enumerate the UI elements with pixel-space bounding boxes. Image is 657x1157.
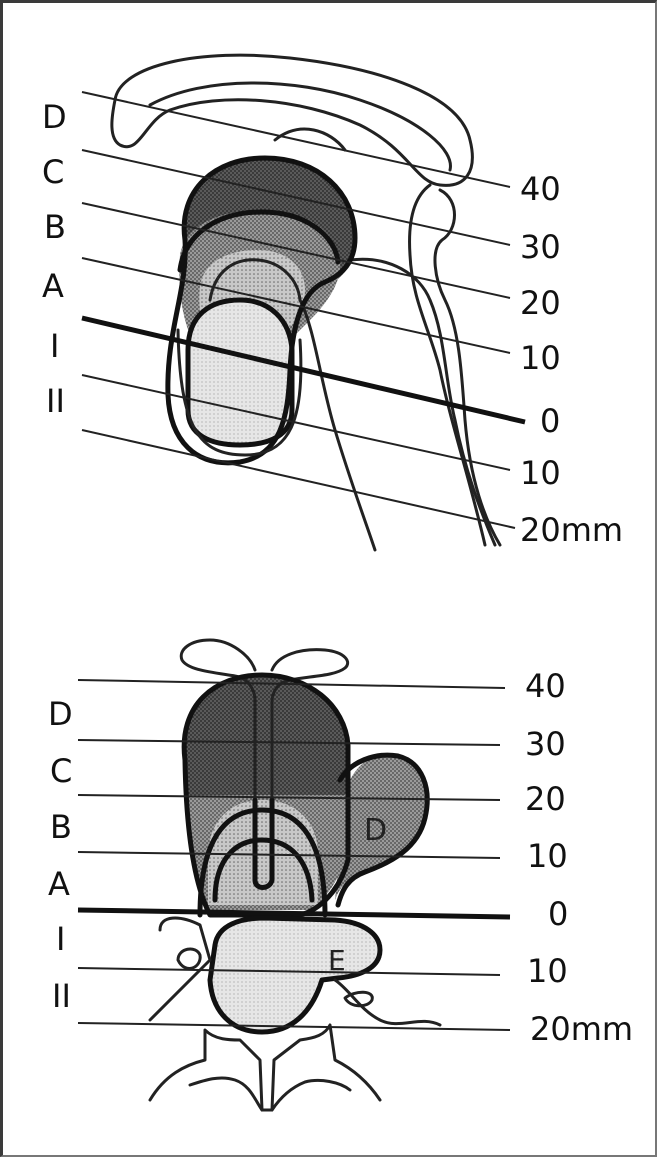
stem-outline-e — [275, 129, 345, 150]
scale-20: 20 — [520, 284, 561, 322]
c-scale-minus10: 10 — [527, 952, 568, 990]
c-scale-20mm: 20mm — [530, 1010, 633, 1048]
c-scale-10: 10 — [527, 837, 568, 875]
scale-30: 30 — [520, 228, 561, 266]
scale-40: 40 — [520, 170, 561, 208]
region-label-e: E — [328, 944, 346, 977]
zone-pale — [188, 300, 292, 445]
scale-minus10: 10 — [520, 454, 561, 492]
label-a: A — [42, 267, 64, 305]
c-scale-0: 0 — [548, 895, 568, 933]
c-scale-40: 40 — [525, 667, 566, 705]
c-label-b: B — [50, 808, 72, 846]
label-ii: II — [46, 382, 65, 420]
sagittal-diagram: D C B A I II 40 30 20 10 0 10 20mm — [42, 55, 623, 550]
label-c: C — [42, 153, 64, 191]
grid-line-minus20 — [82, 430, 515, 528]
label-b: B — [44, 208, 66, 246]
coronal-zones — [185, 675, 427, 1030]
c-scale-30: 30 — [525, 725, 566, 763]
c-scale-20: 20 — [525, 780, 566, 818]
sphenoid-outline — [150, 1025, 380, 1110]
sagittal-right-labels: 40 30 20 10 0 10 20mm — [520, 170, 623, 549]
c-label-i: I — [56, 920, 65, 958]
scale-20mm: 20mm — [520, 511, 623, 549]
c-label-d: D — [48, 695, 73, 733]
c-label-c: C — [50, 752, 72, 790]
label-i: I — [50, 327, 59, 365]
region-label-d: D — [364, 813, 387, 848]
coronal-right-labels: 40 30 20 10 0 10 20mm — [525, 667, 633, 1048]
grid-line-0 — [82, 318, 525, 422]
scale-10: 10 — [520, 339, 561, 377]
skull-left-oval — [178, 949, 200, 968]
sphenoid-inner — [190, 1078, 350, 1110]
c-label-ii: II — [52, 977, 71, 1015]
coronal-diagram: D E D C B A I II 40 30 20 10 0 10 20mm — [48, 640, 633, 1110]
coronal-left-labels: D C B A I II — [48, 695, 73, 1015]
sagittal-left-labels: D C B A I II — [42, 98, 67, 420]
c-label-a: A — [48, 865, 70, 903]
c-grid-line-0 — [78, 910, 510, 917]
label-d: D — [42, 98, 67, 136]
scale-0: 0 — [540, 402, 560, 440]
